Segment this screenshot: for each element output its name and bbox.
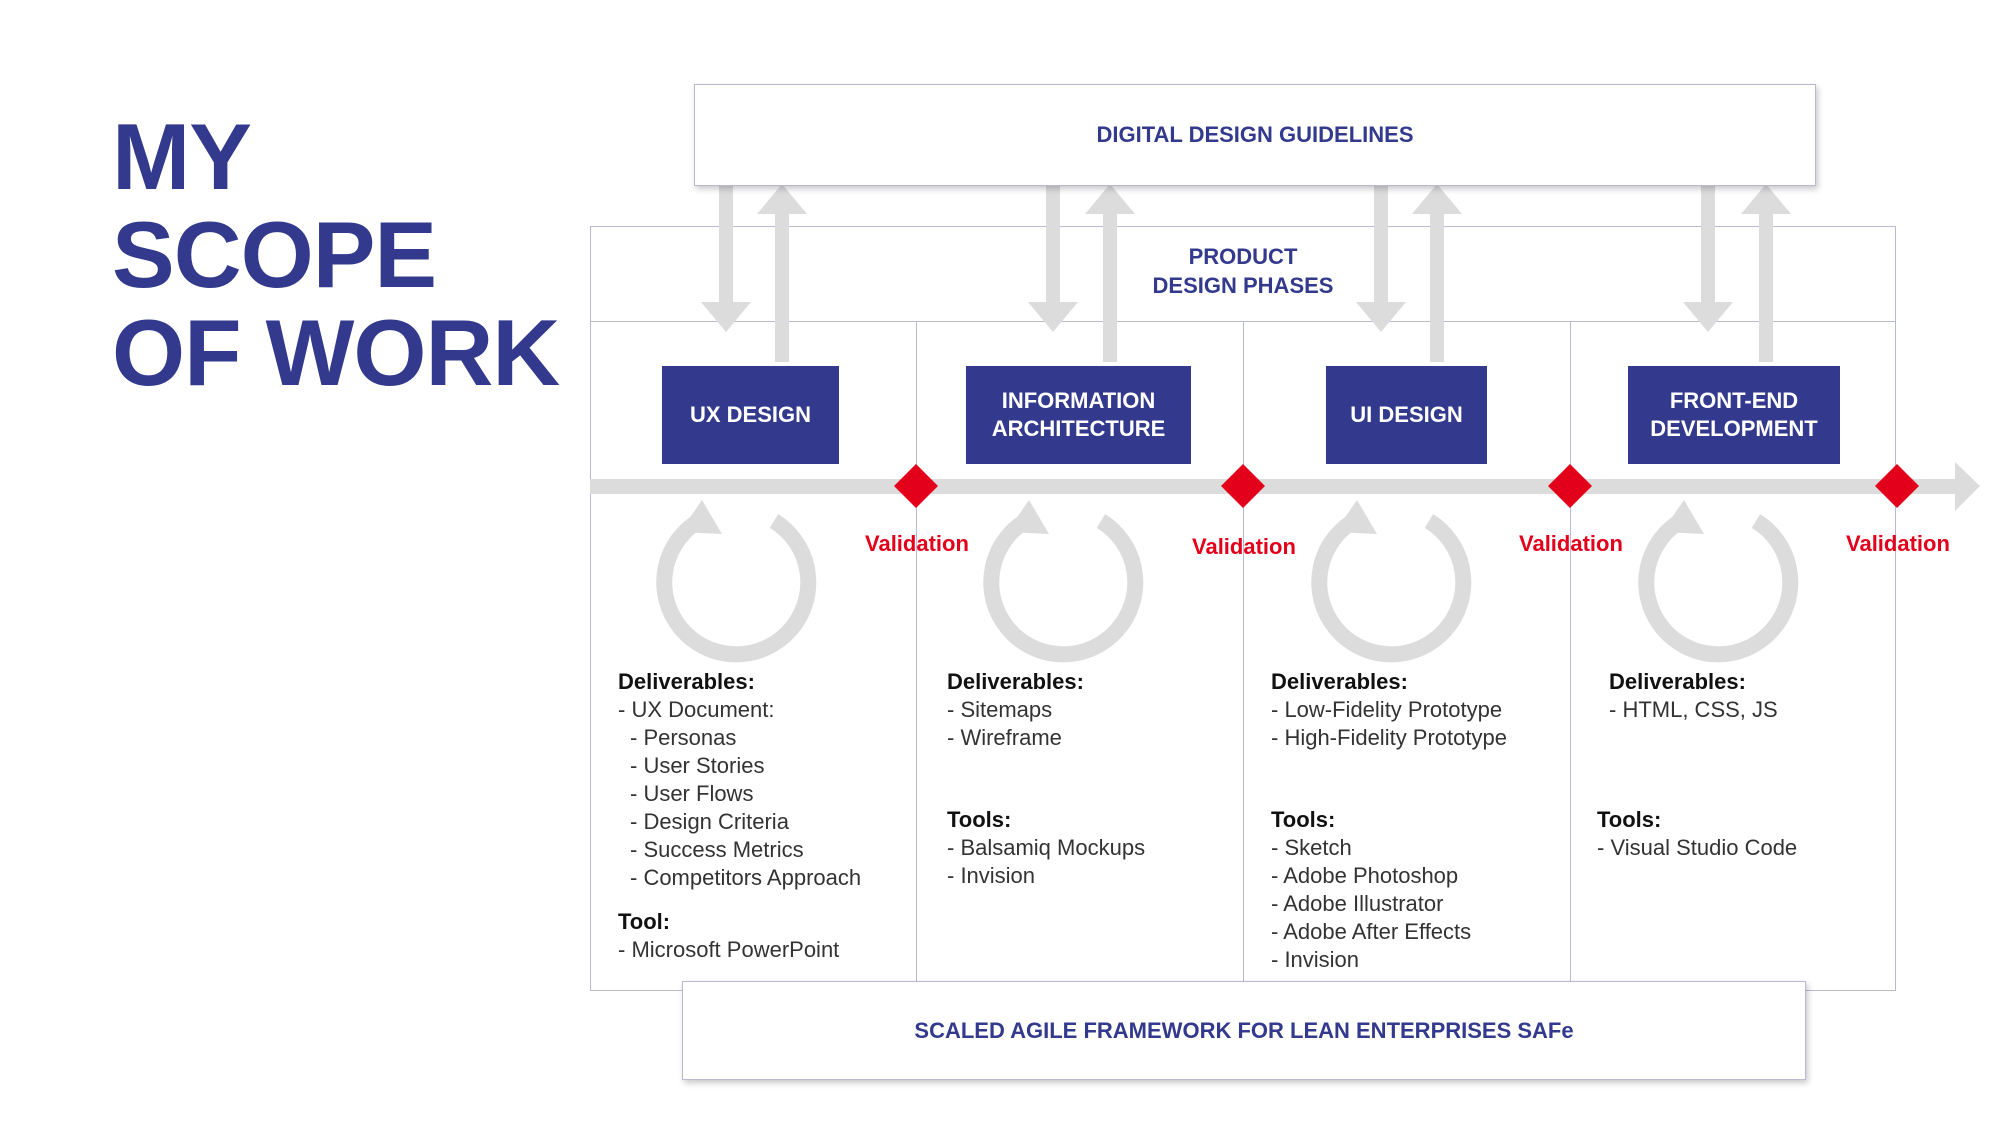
phase-name: UX DESIGN: [689, 402, 812, 427]
tools-heading: Tools:: [947, 807, 1012, 832]
deliverable-item: - Wireframe: [947, 725, 1062, 750]
tool-item: - Visual Studio Code: [1597, 835, 1798, 860]
validation-label: Validation: [1846, 531, 1950, 556]
tool-item: - Balsamiq Mockups: [947, 835, 1146, 860]
sync-arrows-ia: [1028, 184, 1135, 362]
deliverables-heading: Deliverables:: [1609, 669, 1746, 694]
sync-arrows-fe: [1683, 184, 1791, 362]
deliverables-heading: Deliverables:: [1271, 669, 1408, 694]
tool-item: - Adobe Photoshop: [1271, 863, 1459, 888]
timeline-arrow: [590, 462, 1980, 511]
phases-header: [590, 226, 1896, 322]
safe-framework-label: SCALED AGILE FRAMEWORK FOR LEAN ENTERPRI…: [914, 1017, 1574, 1043]
column-divider: [1243, 322, 1244, 990]
deliverable-item: - HTML, CSS, JS: [1609, 697, 1778, 722]
phase-name: DEVELOPMENT: [1650, 416, 1818, 441]
column-divider: [1570, 322, 1571, 990]
loop-arrowhead-icon: [1007, 500, 1049, 534]
phases-title-line: PRODUCT: [1188, 244, 1298, 269]
tools-heading: Tool:: [618, 909, 671, 934]
deliverable-item: - High-Fidelity Prototype: [1271, 725, 1507, 750]
phase-box-information-architecture: INFORMATION ARCHITECTURE: [966, 366, 1191, 464]
digital-design-guidelines-box: DIGITAL DESIGN GUIDELINES: [694, 84, 1816, 186]
validation-label: Validation: [1192, 534, 1296, 559]
title-line: MY: [112, 104, 252, 209]
sync-arrows-ux: [701, 184, 807, 362]
phase-details-ui-design: Deliverables: - Low-Fidelity Prototype -…: [1271, 668, 1507, 974]
phase-name: ARCHITECTURE: [991, 416, 1166, 441]
phases-title-line: DESIGN PHASES: [1152, 273, 1334, 298]
deliverable-item: - Competitors Approach: [630, 865, 862, 890]
deliverable-item: - Personas: [630, 725, 737, 750]
deliverable-item: - User Stories: [630, 753, 765, 778]
validation-markers: [894, 464, 1919, 508]
digital-design-guidelines-label: DIGITAL DESIGN GUIDELINES: [1096, 122, 1414, 147]
loop-icon: [656, 511, 817, 663]
deliverable-item: - Sitemaps: [947, 697, 1053, 722]
title-line: OF WORK: [112, 300, 560, 405]
deliverable-item: - Design Criteria: [630, 809, 789, 834]
validation-diamond-icon: [1548, 464, 1592, 508]
validation-label: Validation: [1519, 531, 1623, 556]
tools-heading: Tools:: [1597, 807, 1662, 832]
deliverables-heading: Deliverables:: [947, 669, 1084, 694]
phase-name: INFORMATION: [1001, 388, 1156, 413]
tool-item: - Adobe After Effects: [1271, 919, 1472, 944]
phase-name: UI DESIGN: [1350, 402, 1463, 427]
phase-box-ui-design: UI DESIGN: [1326, 366, 1487, 464]
loop-arrowhead-icon: [1662, 500, 1704, 534]
tools-heading: Tools:: [1271, 807, 1336, 832]
phase-details-ux-design: Deliverables: - UX Document: - Personas …: [618, 668, 861, 964]
loop-arrowhead-icon: [1335, 500, 1377, 534]
title-line: SCOPE: [112, 202, 437, 307]
tool-item: - Microsoft PowerPoint: [618, 937, 840, 962]
phase-details-information-architecture: Deliverables: - Sitemaps - Wireframe Too…: [947, 668, 1145, 890]
loop-icon: [1638, 511, 1799, 663]
deliverable-item: - Low-Fidelity Prototype: [1271, 697, 1503, 722]
page-title: MY SCOPE OF WORK: [112, 104, 560, 405]
tool-item: - Invision: [1271, 947, 1360, 972]
tool-item: - Sketch: [1271, 835, 1352, 860]
loop-icon: [983, 511, 1144, 663]
validation-diamond-icon: [894, 464, 938, 508]
column-divider: [916, 322, 917, 990]
validation-diamond-icon: [1221, 464, 1265, 508]
validation-diamond-icon: [1875, 464, 1919, 508]
loop-icon: [1311, 511, 1472, 663]
phase-details-front-end-development: Deliverables: - HTML, CSS, JS Tools: - V…: [1597, 668, 1797, 862]
iteration-loops: [656, 511, 1799, 663]
deliverable-item: - UX Document:: [618, 697, 775, 722]
deliverables-heading: Deliverables:: [618, 669, 755, 694]
loop-arrowheads: [680, 500, 1704, 534]
phase-name: FRONT-END: [1669, 388, 1799, 413]
validation-label: Validation: [865, 531, 969, 556]
deliverable-item: - User Flows: [630, 781, 754, 806]
phases-title: PRODUCT DESIGN PHASES: [1043, 242, 1443, 300]
loop-arrowhead-icon: [680, 500, 722, 534]
sync-arrows-ui: [1356, 184, 1462, 362]
phase-box-front-end-development: FRONT-END DEVELOPMENT: [1628, 366, 1840, 464]
tool-item: - Adobe Illustrator: [1271, 891, 1444, 916]
phase-box-ux-design: UX DESIGN: [662, 366, 839, 464]
safe-framework-box: SCALED AGILE FRAMEWORK FOR LEAN ENTERPRI…: [682, 981, 1806, 1080]
tool-item: - Invision: [947, 863, 1036, 888]
deliverable-item: - Success Metrics: [630, 837, 804, 862]
